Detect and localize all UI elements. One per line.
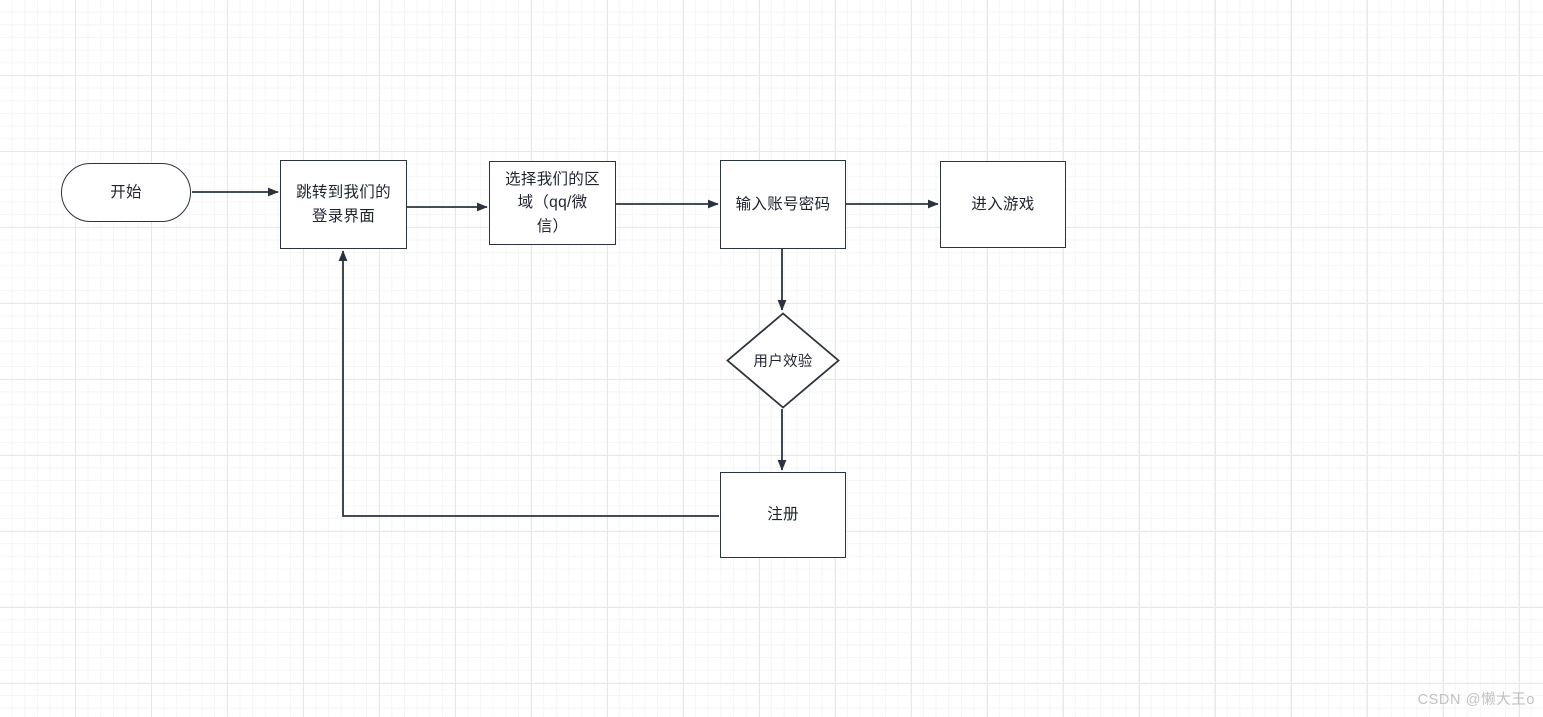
node-region-label: 选择我们的区 域（qq/微 信）	[505, 171, 600, 235]
node-verify-label: 用户效验	[753, 354, 813, 370]
node-start-label: 开始	[110, 183, 142, 201]
node-enter-game[interactable]: 进入游戏	[940, 161, 1066, 248]
node-login[interactable]: 跳转到我们的 登录界面	[280, 160, 407, 249]
node-credentials[interactable]: 输入账号密码	[720, 160, 846, 249]
node-credentials-label: 输入账号密码	[735, 195, 831, 213]
node-register-label: 注册	[767, 506, 799, 524]
node-register[interactable]: 注册	[720, 472, 846, 558]
node-start[interactable]: 开始	[61, 163, 191, 222]
node-verify[interactable]: 用户效验	[726, 312, 840, 409]
node-region[interactable]: 选择我们的区 域（qq/微 信）	[489, 161, 616, 245]
node-enter-game-label: 进入游戏	[971, 195, 1035, 213]
diamond-shape	[726, 312, 840, 409]
node-login-label: 跳转到我们的 登录界面	[296, 184, 391, 225]
watermark: CSDN @懒大王o	[1417, 692, 1535, 708]
edge-register-to-login	[338, 250, 719, 517]
